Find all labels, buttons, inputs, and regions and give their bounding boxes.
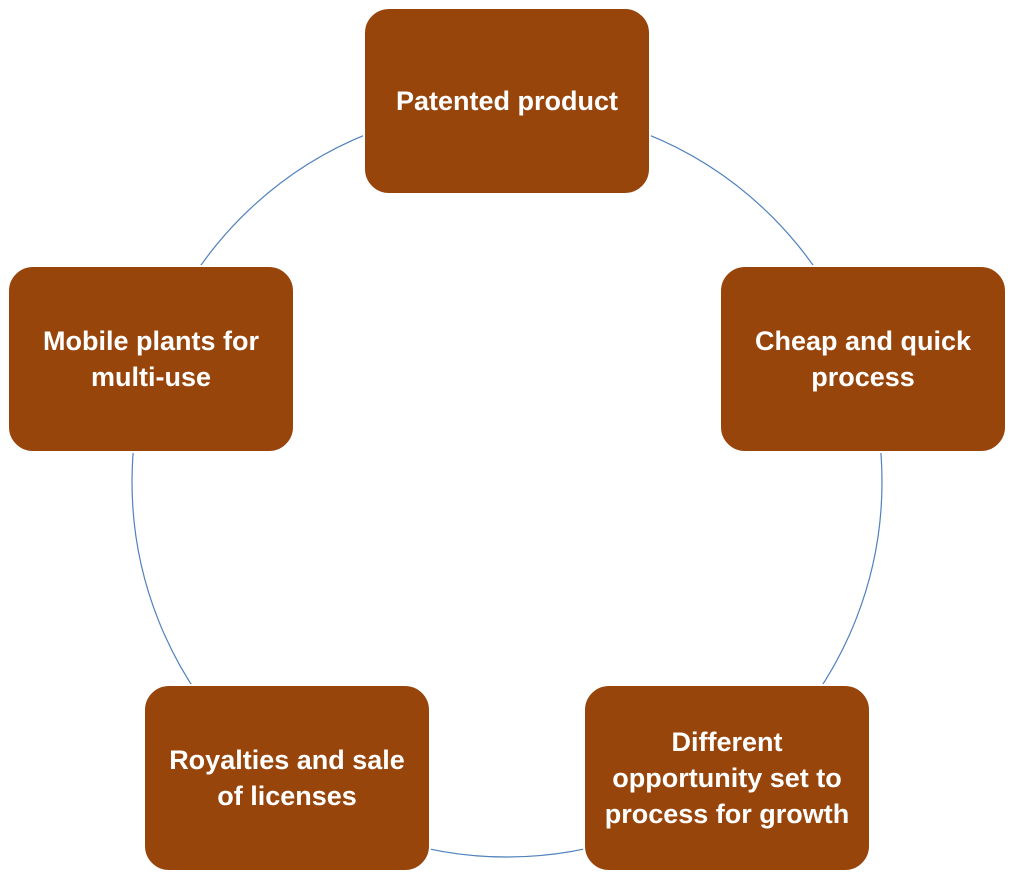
cycle-node-label: Mobile plants for multi-use [43,326,259,392]
cycle-node-label: Royalties and sale of licenses [169,745,405,811]
cycle-node-label: Cheap and quick process [754,326,972,392]
cycle-node-label: Patented product [395,86,618,116]
cycle-node-royalties-licenses: Royalties and sale of licenses [143,684,431,872]
cycle-node-patented-product: Patented product [363,7,651,195]
cycle-node-mobile-plants: Mobile plants for multi-use [7,265,295,453]
cycle-node-cheap-quick-process: Cheap and quick process [719,265,1007,453]
cycle-node-different-opportunity-set: Different opportunity set to process for… [583,684,871,872]
cycle-node-label: Different opportunity set to process for… [604,727,850,829]
